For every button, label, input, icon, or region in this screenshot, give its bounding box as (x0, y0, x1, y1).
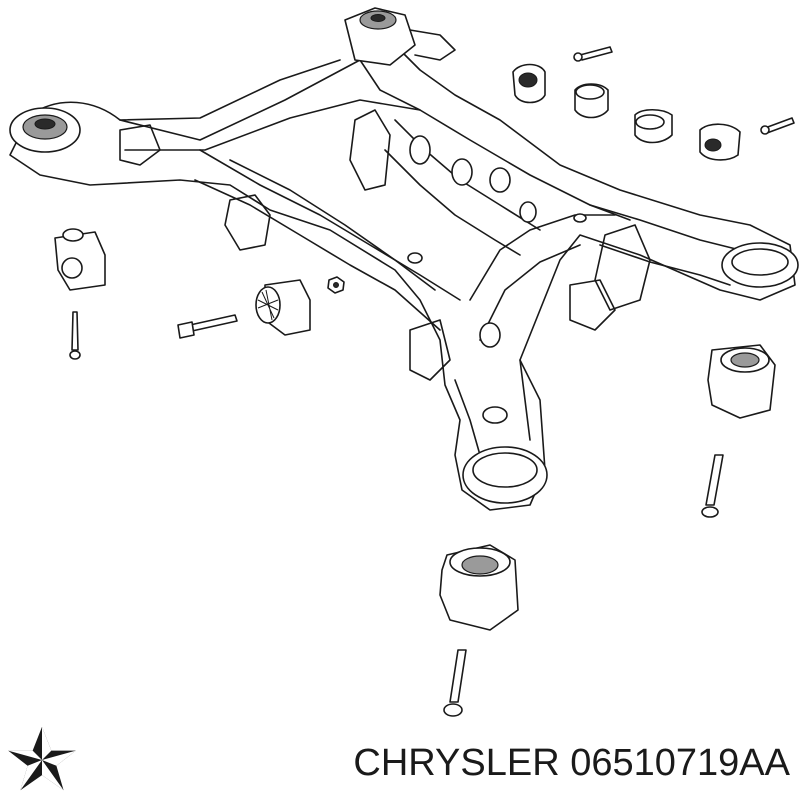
hex-nut (327, 276, 345, 294)
subframe-bushing (54, 63, 776, 631)
mounting-bolt (69, 46, 795, 717)
crossmember-frame (9, 7, 799, 511)
part-number: 06510719AA (570, 742, 790, 784)
pentastar-logo-icon (8, 726, 76, 791)
brand-name: CHRYSLER (353, 742, 560, 784)
part-label: CHRYSLER 06510719AA (353, 742, 790, 785)
